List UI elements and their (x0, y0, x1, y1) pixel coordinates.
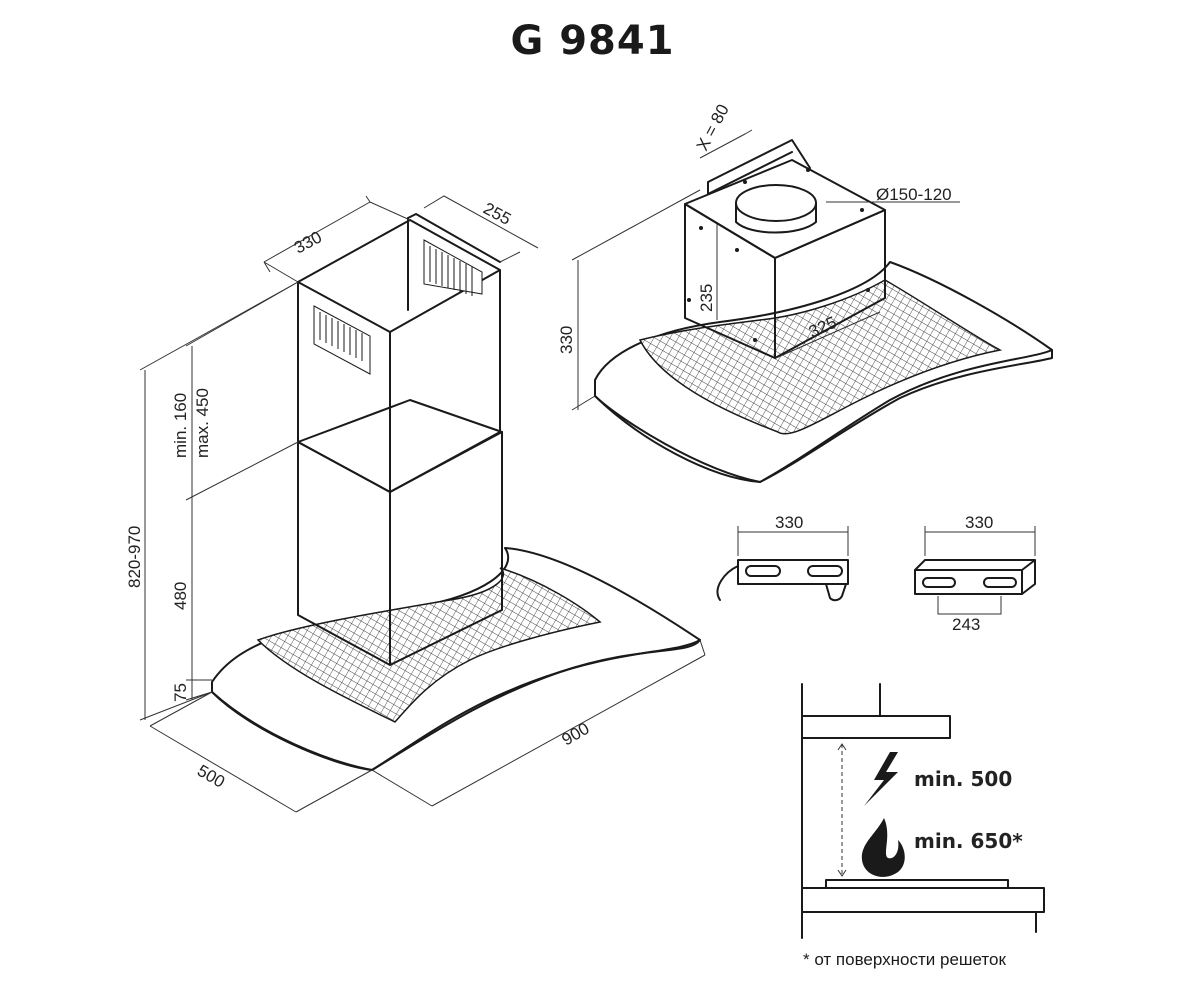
clearance-diagram (801, 683, 1045, 939)
dim-duct-width: 330 (291, 227, 325, 257)
dim-motor-total-height: 330 (557, 326, 576, 354)
motor-view-drawing (571, 129, 1053, 483)
bracket-left (716, 526, 849, 602)
lightning-icon (864, 752, 898, 806)
flame-icon (861, 818, 905, 877)
outlet-collar (735, 184, 817, 222)
bracket-right-width: 330 (965, 513, 993, 532)
bracket-left-width: 330 (775, 513, 803, 532)
dim-telescope-min: min. 160 (171, 393, 190, 458)
upper-duct (297, 281, 391, 493)
bracket-hole-spacing: 243 (952, 615, 980, 634)
bracket-right (914, 526, 1036, 615)
clearance-electric: min. 500 (914, 767, 1012, 791)
vent-slots-front (313, 305, 371, 375)
clearance-gas: min. 650* (914, 829, 1023, 853)
page-title: G 9841 (510, 18, 675, 64)
vent-slots-back (423, 239, 483, 296)
dim-canopy-height: 75 (171, 683, 190, 702)
dim-offset: X = 80 (693, 101, 733, 154)
dim-telescope-max: max. 450 (193, 388, 212, 458)
dim-lower-duct: 480 (171, 582, 190, 610)
dim-duct-depth: 255 (480, 199, 514, 229)
dim-total-height: 820-970 (125, 526, 144, 588)
footnote: * от поверхности решеток (803, 950, 1006, 969)
dim-width: 900 (559, 719, 593, 750)
main-hood-drawing (139, 195, 706, 813)
dim-depth: 500 (194, 761, 228, 792)
dim-motor-height: 235 (697, 284, 716, 312)
dim-outlet-diameter: Ø150-120 (876, 185, 952, 204)
motor-filter (638, 279, 1003, 435)
